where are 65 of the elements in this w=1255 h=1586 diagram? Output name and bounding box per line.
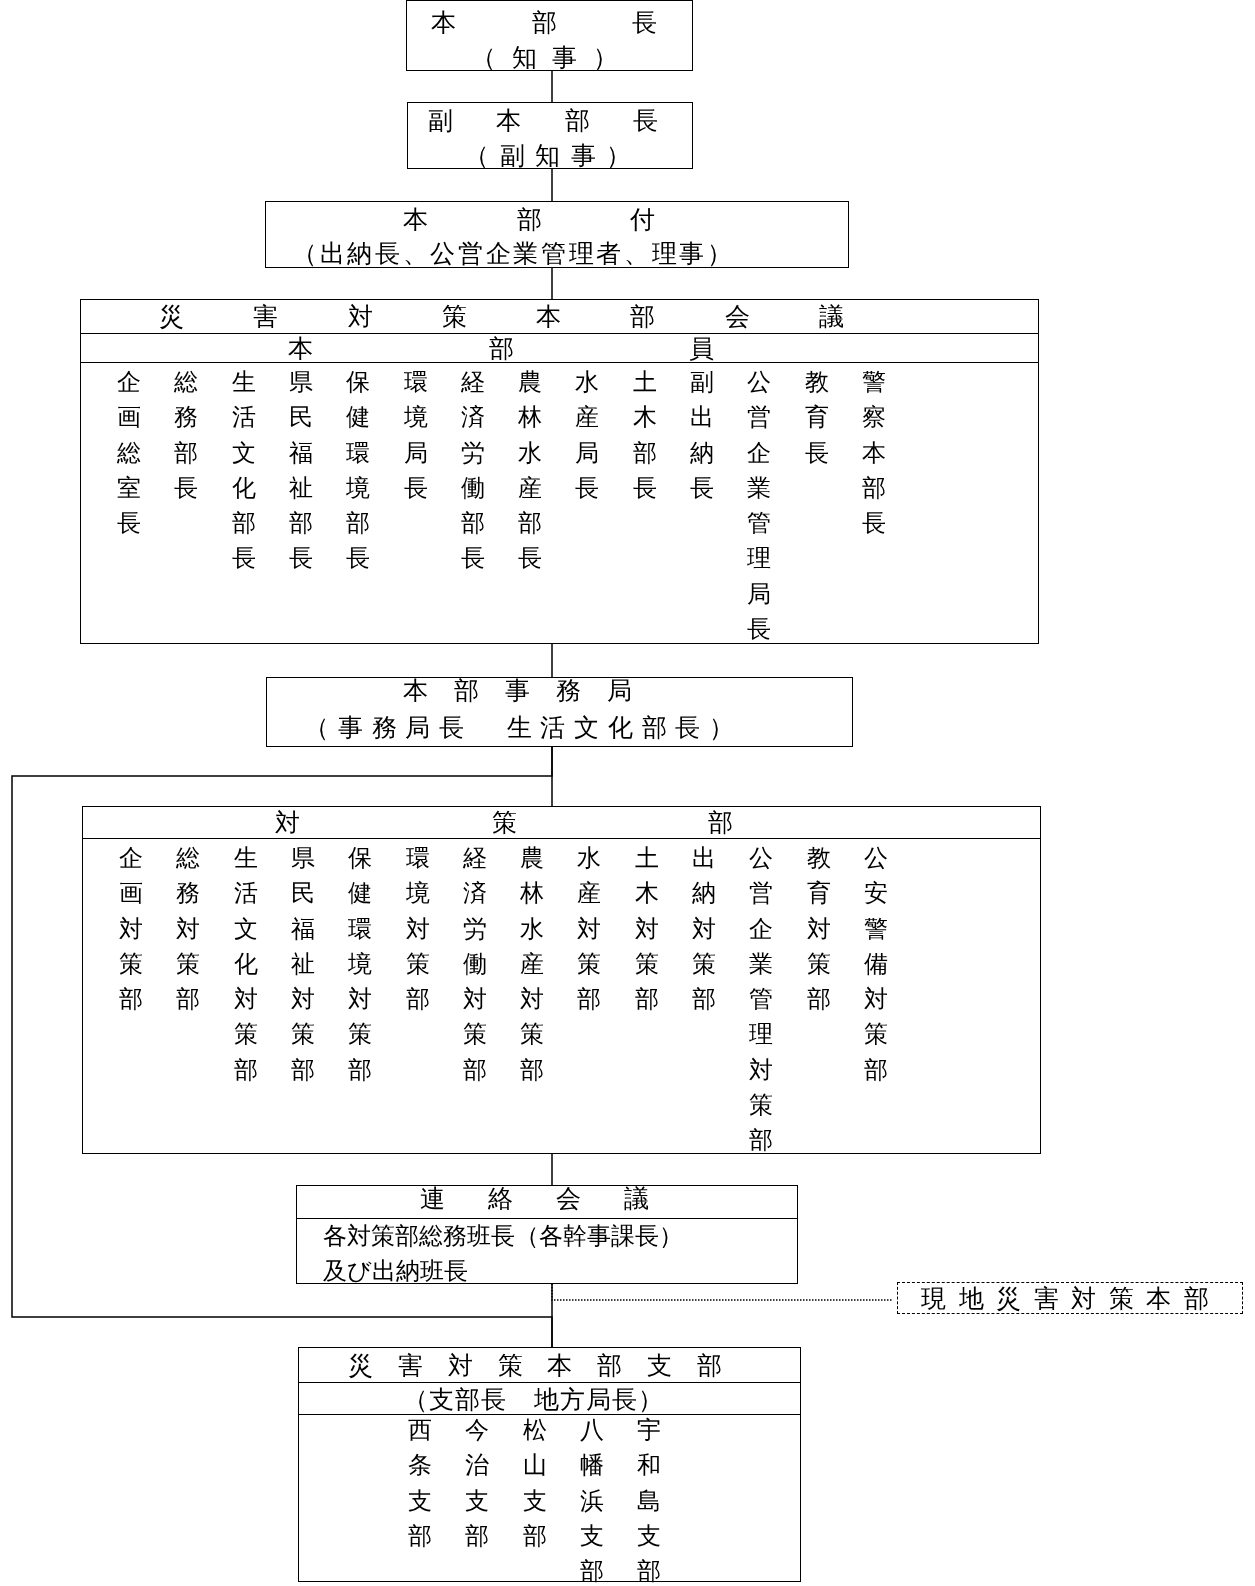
connector-line (551, 168, 553, 202)
column-text: 出納対策部 (692, 843, 716, 1016)
box-heading: 災害対策本部会議 (159, 301, 844, 333)
box-text: （支部長 地方局長） (403, 1384, 663, 1416)
column-text: 警察本部長 (861, 367, 886, 540)
column-text: 公安警備対策部 (863, 843, 888, 1086)
column-text: 企画総室長 (117, 367, 141, 540)
column-text: 副出納長 (690, 367, 714, 504)
box-heading: 災害対策本部支部 (348, 1350, 722, 1382)
column-text: 教育長 (804, 367, 829, 469)
org-box (82, 806, 1041, 1154)
org-box (265, 201, 849, 268)
column-text: 県民福祉部長 (288, 367, 313, 575)
column-text: 公営企業管理対策部 (749, 843, 774, 1157)
column-text: 水産局長 (575, 367, 600, 504)
column-text: 教育対策部 (806, 843, 831, 1016)
column-text: 生活文化対策部 (233, 843, 258, 1086)
column-text: 企画対策部 (119, 843, 143, 1016)
box-text: 本部員 (288, 333, 714, 365)
column-text: 八幡浜支部 (579, 1415, 604, 1586)
org-box (266, 677, 853, 747)
column-text: 県民福祉対策部 (290, 843, 315, 1086)
column-text: 総務対策部 (176, 843, 201, 1016)
box-heading: 連絡会議 (420, 1183, 649, 1215)
column-text: 土木対策部 (634, 843, 659, 1016)
column-text: 環境対策部 (405, 843, 430, 1016)
org-box (897, 1282, 1243, 1314)
box-text: 各対策部総務班長（各幹事課長）及び出納班長 (323, 1221, 683, 1287)
box-text: （事務局長 生活文化部長） (304, 712, 734, 744)
connector-line (11, 746, 553, 1348)
box-heading: 副本部長 (428, 105, 658, 137)
column-text: 農林水産対策部 (520, 843, 545, 1086)
column-text: 保健環境対策部 (348, 843, 373, 1086)
column-text: 経済労働部長 (460, 367, 485, 575)
column-text: 松山支部 (522, 1415, 547, 1552)
org-box (80, 299, 1039, 644)
column-text: 西条支部 (408, 1415, 432, 1552)
connector-line (551, 267, 553, 300)
column-text: 水産対策部 (577, 843, 602, 1016)
column-text: 宇和島支部 (637, 1415, 662, 1586)
connector-line (551, 70, 553, 103)
column-text: 環境局長 (403, 367, 428, 504)
box-heading: 本部事務局 (403, 675, 632, 707)
box-text: （知事） (471, 42, 618, 74)
box-text: （出納長、公営企業管理者、理事） (292, 238, 732, 270)
box-heading: 現地災害対策本部 (921, 1283, 1209, 1315)
column-text: 保健環境部長 (346, 367, 371, 575)
column-text: 今治支部 (465, 1415, 490, 1552)
dotted-connector (551, 1283, 894, 1301)
org-box (407, 102, 693, 169)
org-box (298, 1347, 801, 1582)
box-heading: 本部長 (431, 7, 657, 39)
org-box (296, 1185, 798, 1284)
column-text: 生活文化部長 (231, 367, 256, 575)
connector-line (551, 643, 553, 678)
box-heading: 対策部 (275, 807, 733, 839)
column-text: 経済労働対策部 (462, 843, 487, 1086)
column-text: 農林水産部長 (518, 367, 543, 575)
column-text: 公営企業管理局長 (747, 367, 772, 646)
column-text: 総務部長 (174, 367, 199, 504)
box-text: （副知事） (464, 140, 631, 172)
connector-line (551, 1153, 553, 1186)
org-box (406, 0, 693, 71)
box-heading: 本部付 (403, 204, 655, 236)
column-text: 土木部長 (632, 367, 657, 504)
